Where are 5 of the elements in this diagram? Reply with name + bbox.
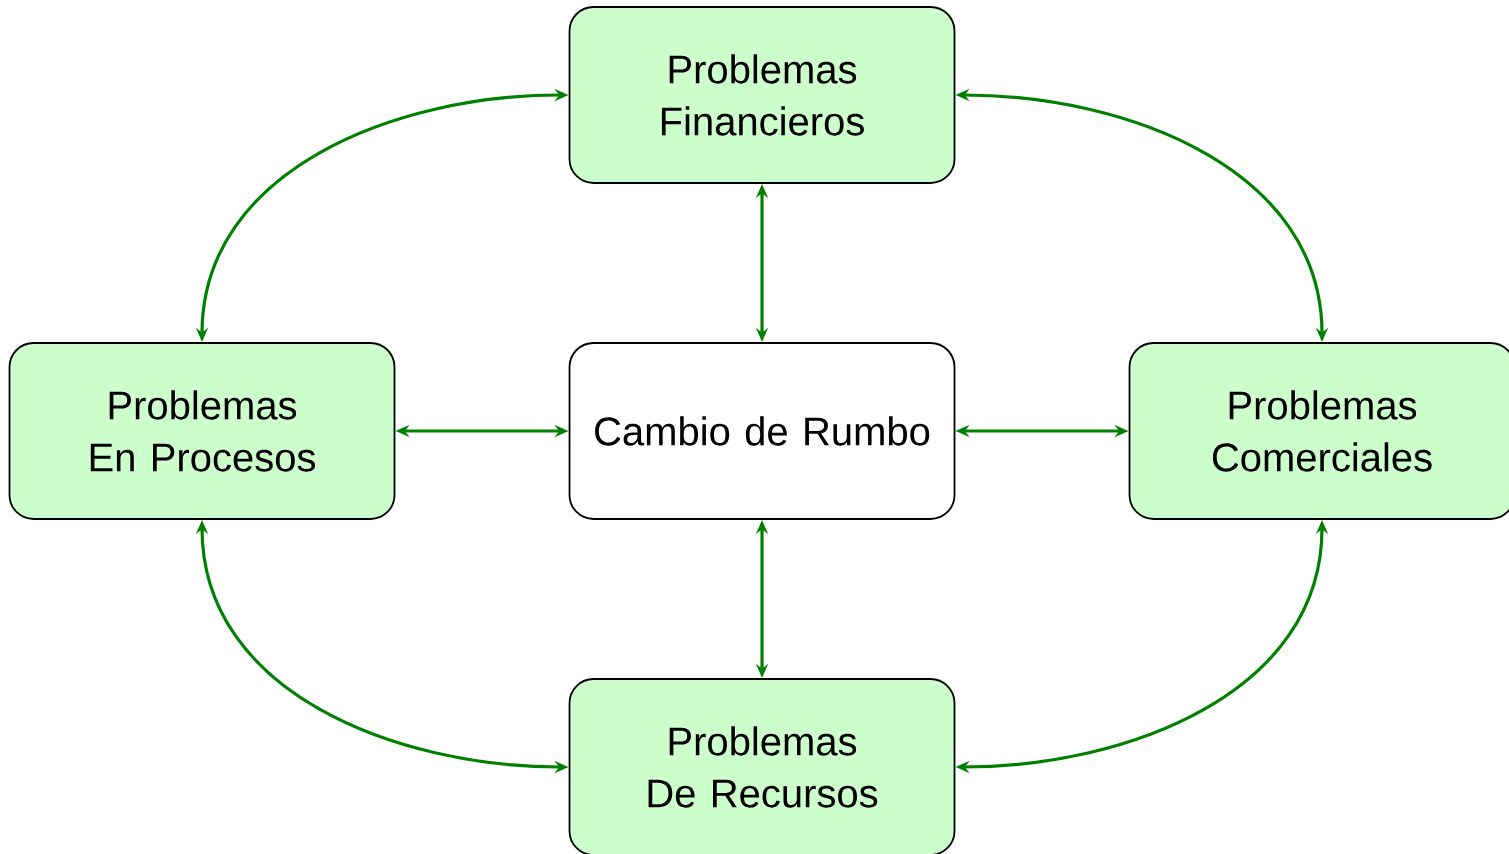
process-box: Problemas Comerciales [1128, 342, 1509, 520]
process-box: Problemas En Procesos [8, 342, 396, 520]
process-box: Cambio de Rumbo [568, 342, 956, 520]
process-box: Problemas Financieros [568, 6, 956, 184]
process-box: Problemas De Recursos [568, 678, 956, 854]
